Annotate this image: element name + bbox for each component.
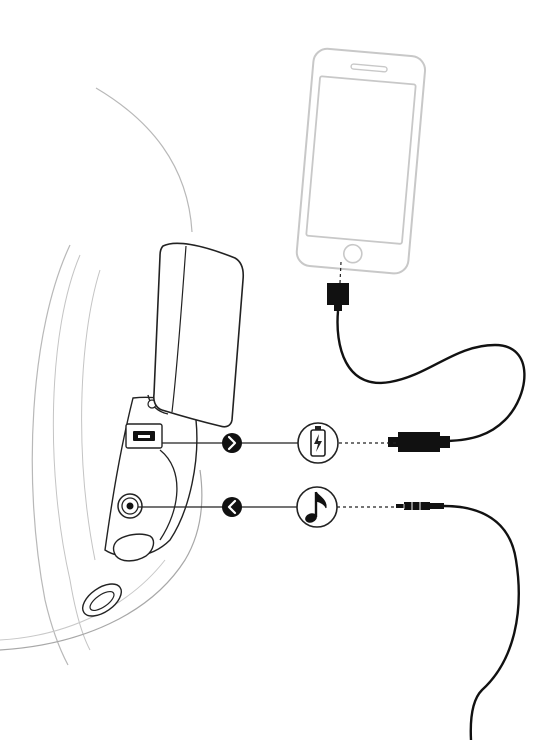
micro-usb-charge-port[interactable]: [125, 423, 163, 449]
smartphone: [295, 47, 427, 275]
audio-jack-port[interactable]: [117, 493, 143, 519]
audio-out-arrow-badge: [222, 497, 242, 517]
earcup-outer-arc: [95, 87, 193, 233]
audio-jack-hole: [126, 502, 134, 510]
flap-hinge: [147, 394, 169, 415]
mic-cable-stub: [112, 449, 178, 562]
audio-cable: [443, 504, 520, 740]
music-note-icon: [296, 486, 338, 528]
phone-home-button: [343, 243, 363, 264]
phone-speaker: [350, 63, 388, 73]
port-panel: [104, 396, 198, 558]
earcup-shell-curve-mid: [52, 254, 91, 651]
earcup-button[interactable]: [77, 578, 127, 623]
flap-body: [153, 242, 245, 428]
earcup-bottom-inner: [0, 559, 166, 641]
lightning-plug: [327, 283, 349, 311]
micro-usb-plug: [388, 432, 450, 452]
earcup-shell-curve-outer: [31, 244, 71, 666]
audio-plug: [396, 502, 444, 510]
usb-charge-icon: [297, 422, 339, 464]
flap-edge: [171, 245, 187, 413]
usb-cable-to-phone: [336, 310, 526, 443]
headphone-earcup: [0, 87, 245, 666]
usb-port-tongue: [138, 435, 150, 438]
port-cover-flap[interactable]: [147, 242, 245, 428]
earcup-bottom-sweep: [0, 469, 203, 651]
charge-in-arrow-badge: [222, 433, 242, 453]
phone-screen: [305, 75, 417, 245]
earcup-shell-curve-inner: [81, 269, 101, 561]
